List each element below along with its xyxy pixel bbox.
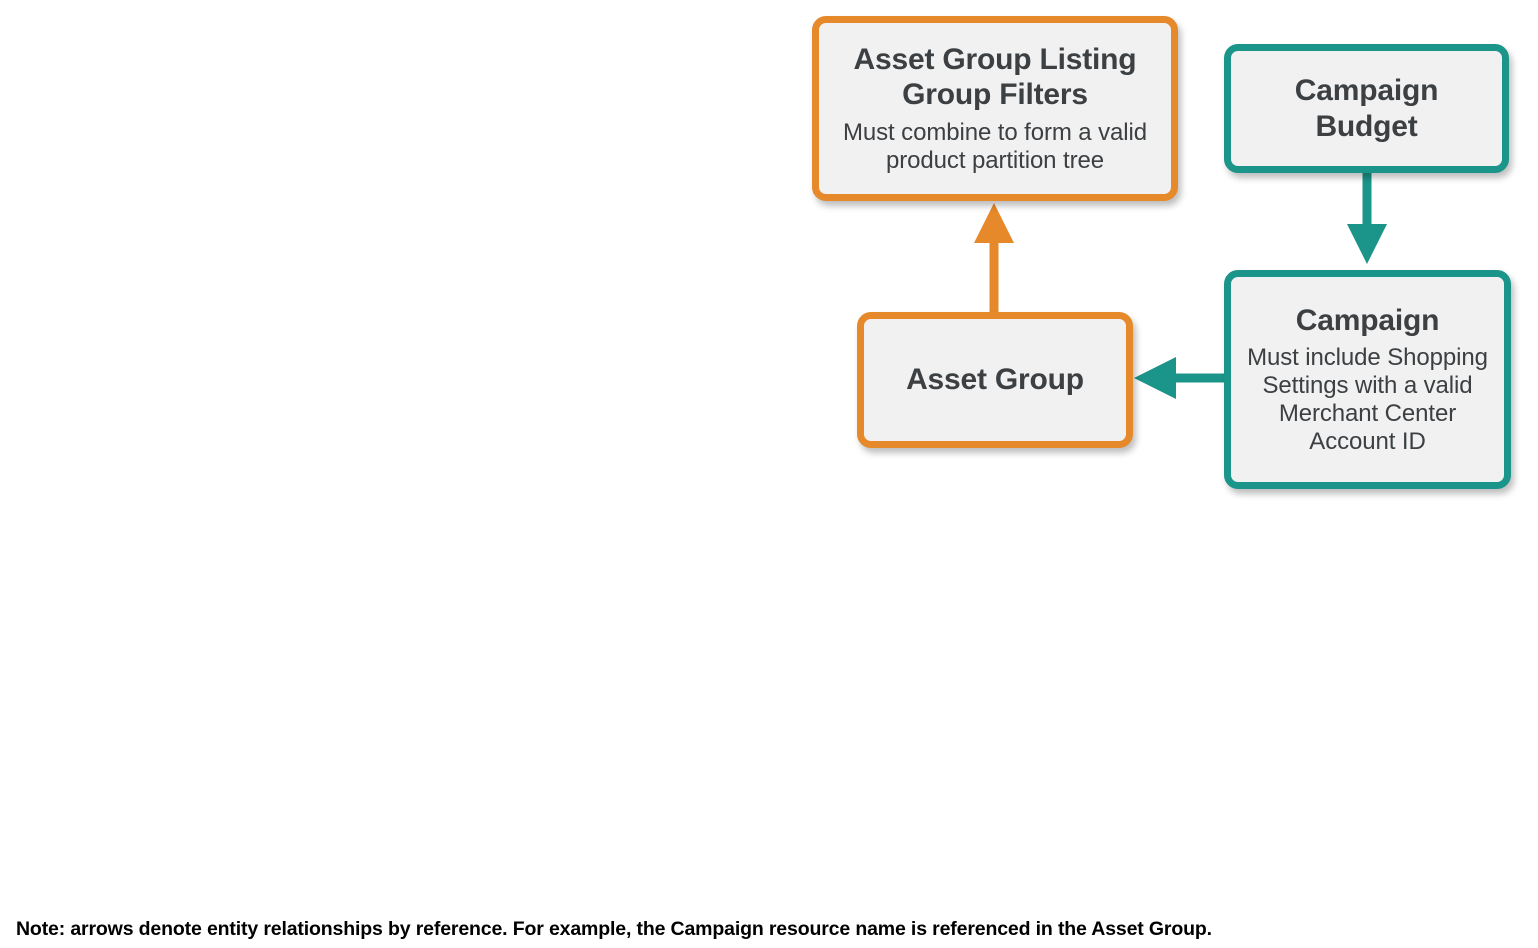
node-description: Must combine to form a valid product par… [843, 118, 1147, 174]
node-campaign[interactable]: Campaign Must include Shopping Settings … [1224, 270, 1511, 489]
edge-campaign-budget-to-campaign [1347, 173, 1387, 264]
edge-asset-group-to-listing-group-filters [974, 203, 1014, 312]
node-asset-group-listing-group-filters[interactable]: Asset Group Listing Group Filters Must c… [812, 16, 1178, 201]
node-campaign-budget[interactable]: Campaign Budget [1224, 44, 1509, 173]
node-description: Must include Shopping Settings with a va… [1247, 344, 1488, 456]
node-title: Asset Group Listing Group Filters [853, 43, 1137, 112]
node-title: Campaign Budget [1294, 74, 1439, 143]
footnote: Note: arrows denote entity relationships… [16, 918, 1212, 940]
node-title: Campaign [1295, 303, 1440, 337]
node-title: Asset Group [906, 363, 1084, 397]
edge-campaign-to-asset-group [1134, 357, 1224, 399]
node-asset-group[interactable]: Asset Group [857, 312, 1133, 448]
